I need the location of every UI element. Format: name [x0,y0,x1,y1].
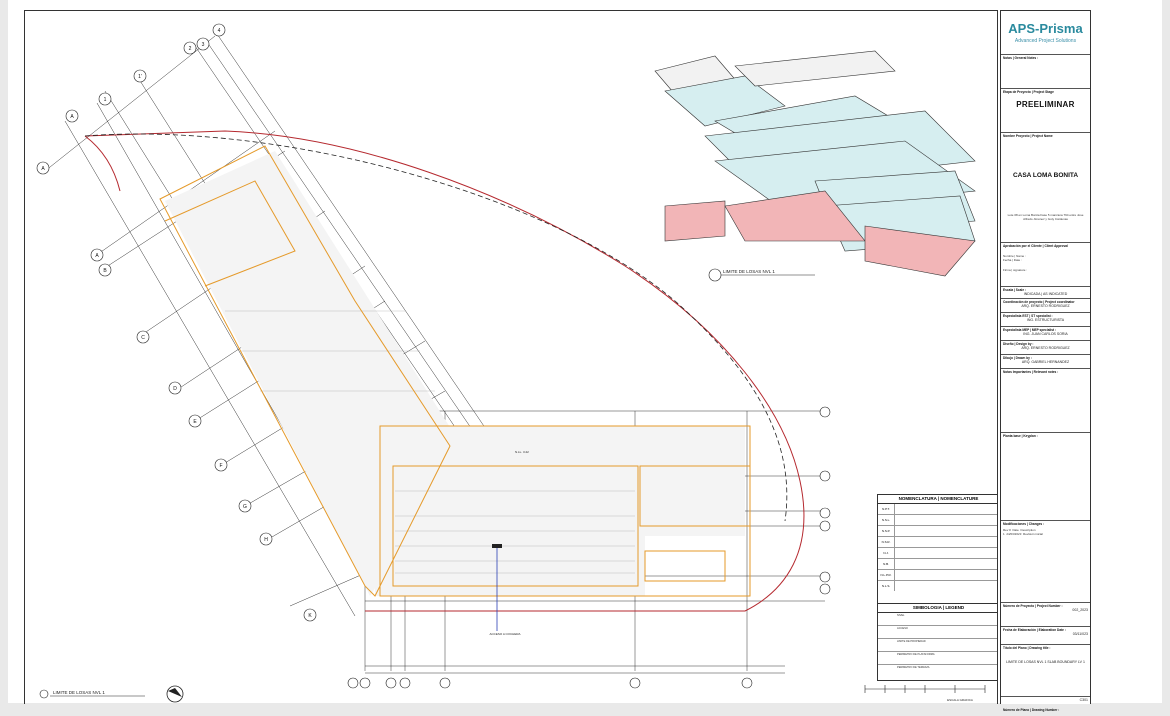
symbology-table: SIMBOLOGIA | LEGEND NIVEL ACCESO LIMITE … [877,603,997,681]
changes-header-date: Date [1012,528,1019,532]
drawing-number-label: Número de Plano | Drawing Number : [1003,708,1060,712]
mep-label: Especialista MEP | MEP specialist : [1003,328,1057,332]
nom-code: N.B. [878,559,895,569]
design: ARQ. ERNESTO RODRIGUEZ [1021,346,1070,350]
svg-text:H: H [264,537,268,543]
slab-level-tag: N.LL. 3.22 [515,450,529,454]
scale-bar-label: ESCALA GRAFICA [947,698,973,702]
nom-code: N.P.T. [878,504,895,514]
changes-header-rev: Rev # [1003,528,1011,532]
nom-code: N.S.L. [878,515,895,525]
sym-item: NIVEL [897,614,905,617]
scale-value: INDICADA | AS INDICATED [1023,292,1068,296]
title-block: APS-Prisma Advanced Project Solutions No… [1000,10,1091,712]
sym-item: PERIMETRO DE TERRAZA [897,666,930,669]
changes-label: Modificaciones | Changes : [1003,522,1045,526]
svg-text:A: A [41,166,45,172]
nomenclature-table: NOMENCLATURA | NOMENCLATURE N.P.T. N.S.L… [877,494,997,611]
date-elab-label: Fecha de Elaboración | Elaboration Date … [1003,628,1066,632]
svg-text:A: A [70,114,74,120]
changes-date: 24/03/2023 [1006,532,1022,536]
svg-text:A: A [95,253,99,259]
sym-item: ACCESO [897,627,908,630]
mep: ING. JUAN CARLOS SORIA [1023,332,1068,336]
sym-item: LIMITE DE PROPIEDAD [897,640,926,643]
svg-text:G: G [243,504,247,510]
drawing-title: LIMITE DE LOSAS NVL 1 SLAB BOUNDARY LV 1 [1006,660,1085,664]
floor-plan-svg: 4 3 2 1' 1A A A B C D E F G H K [36,23,986,703]
svg-text:D: D [173,386,177,392]
symbology-title: SIMBOLOGIA | LEGEND [878,604,997,613]
svg-text:K: K [308,613,312,619]
svg-text:1: 1 [104,97,107,103]
drawn-label: Dibujo | Drawn by : [1003,356,1032,360]
name-label: Nombre | Name : [1003,254,1026,258]
logo-block: APS-Prisma Advanced Project Solutions [1001,11,1090,55]
nom-code: N.J. [878,548,895,558]
changes-header-desc: Description [1020,528,1036,532]
svg-text:E: E [193,419,197,425]
structural-label: Especialista EST | ST specialist : [1003,314,1053,318]
svg-text:F: F [219,463,222,469]
changes-desc: Revisión inicial [1023,532,1043,536]
nom-code: N.L.P.R. [878,570,895,580]
bottom-title: LIMITE DE LOSAS NVL 1 [53,690,105,695]
project-number: 002_2023 [1072,608,1088,612]
entrance-note: ACCESO A COCHERA [489,632,520,636]
section-tag: LIMITE DE LOSAS NVL 1 [723,269,775,274]
svg-text:4: 4 [218,28,221,34]
project-address: Lote 08 en Loma Bonita Fase 5 manzana 79… [1007,213,1084,221]
sym-item: PERIMETRO DE PLATAFORMA [897,653,935,656]
firm-logo: APS-Prisma [1008,21,1083,36]
project-stage: PREELIMINAR [1016,100,1075,109]
date-elab: 03/11/023 [1072,632,1088,636]
approval-label: Aprobación por el Cliente | Client Appro… [1003,244,1068,248]
nomenclature-title: NOMENCLATURA | NOMENCLATURE [878,495,997,504]
general-notes-label: Notas | General Notes : [1003,56,1039,60]
drawn: ARQ. GABRIEL HERNANDEZ [1021,360,1070,364]
project-number-label: Número de Proyecto | Project Number : [1003,604,1063,608]
nom-code: N.S.P. [878,526,895,536]
coordinator: ARQ. ERNESTO RODRIGUEZ [1021,304,1070,308]
scale-label: Escala | Scale : [1003,288,1027,292]
keyplan-label: Planta base | Keyplan : [1003,434,1038,438]
date-label: Fecha | Date : [1003,258,1022,262]
project-name: CASA LOMA BONITA [1012,172,1079,179]
signature-label: Firma | signature : [1003,268,1028,272]
svg-text:B: B [103,268,107,274]
nom-code: N.S.R. [878,537,895,547]
svg-text:1': 1' [138,74,142,80]
changes-rev: 1 [1003,532,1005,536]
project-name-label: Nombre Proyecto | Project Name [1003,134,1053,138]
svg-text:2: 2 [189,46,192,52]
important-notes-label: Notas Importantes | Relevant notes : [1003,370,1059,374]
stage-label: Etapa de Proyecto | Project Stage [1003,90,1054,94]
svg-text:C: C [141,335,145,341]
nom-code: N.L.S. [878,581,895,591]
drawing-title-label: Título del Plano | Drawing title : [1003,646,1051,650]
drawing-number: C301 [1079,698,1088,702]
structural: ING. ESTRUCTURISTA [1026,318,1065,322]
design-label: Diseño | Design by : [1003,342,1034,346]
firm-tagline: Advanced Project Solutions [1014,38,1077,44]
coordinator-label: Coordinación de proyecto | Project coord… [1003,300,1075,304]
svg-text:3: 3 [202,42,205,48]
